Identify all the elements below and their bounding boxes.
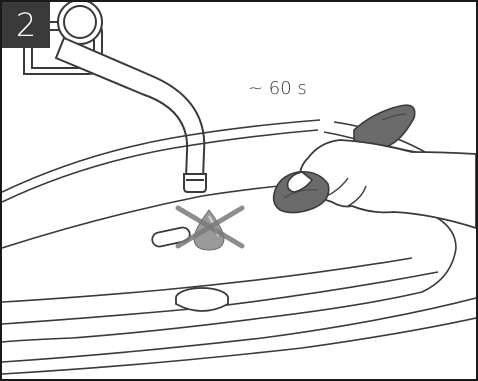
step-number-badge: 2 <box>2 2 50 48</box>
drain <box>176 288 228 311</box>
duration-label: ~ 60 s <box>248 78 307 100</box>
faucet <box>56 38 206 192</box>
hand-with-cloth <box>274 105 476 228</box>
